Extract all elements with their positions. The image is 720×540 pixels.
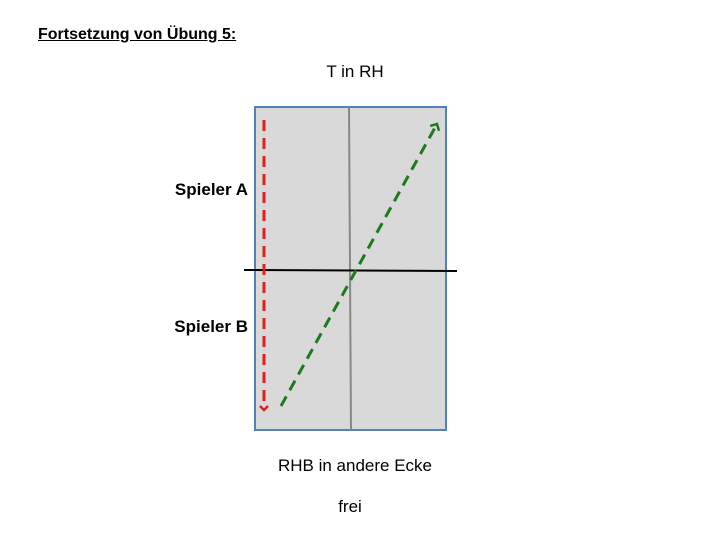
serve-label: T in RH (326, 62, 384, 81)
slide-heading: Fortsetzung von Übung 5: (38, 26, 237, 43)
player-b-label: Spieler B (174, 317, 248, 336)
player-a-label: Spieler A (174, 180, 248, 199)
center-line (348, 106, 352, 431)
net-line (243, 269, 458, 272)
return-label: RHB in andere Ecke (277, 456, 433, 475)
free-label: frei (338, 497, 362, 516)
